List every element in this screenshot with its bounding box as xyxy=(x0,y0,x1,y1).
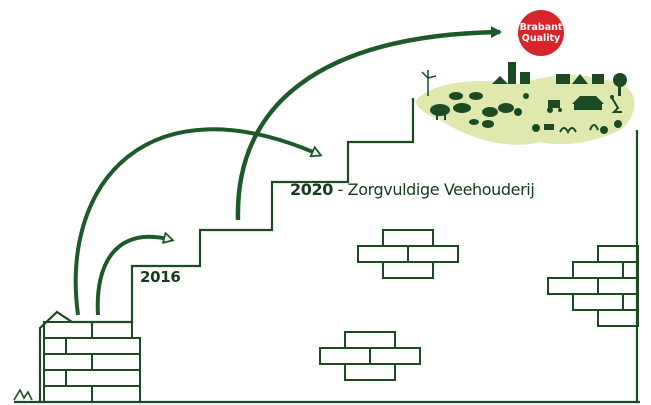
arrow-to-brabant-quality xyxy=(235,26,502,221)
chicken-icon xyxy=(514,108,540,132)
tree-icon xyxy=(613,73,627,96)
landscape-blob xyxy=(416,75,635,145)
wind-turbine-icon xyxy=(421,70,437,96)
greenhouse-icon xyxy=(572,96,604,110)
staircase-outline xyxy=(38,98,415,402)
brick-cluster-left xyxy=(43,321,141,403)
label-2020-zorgvuldige-veehouderij: 2020 - Zorgvuldige Veehouderij xyxy=(290,180,535,199)
plant-icon xyxy=(544,120,622,135)
brick-cluster-right xyxy=(547,245,639,327)
badge-line-2: Quality xyxy=(521,33,561,44)
label-2020-year: 2020 xyxy=(290,180,333,199)
brick-cluster-bottom xyxy=(319,331,421,381)
grass-mark xyxy=(13,388,33,401)
label-2020-text: - Zorgvuldige Veehouderij xyxy=(332,180,535,199)
microscope-icon xyxy=(610,95,622,113)
barn-icon xyxy=(492,62,604,84)
label-2016: 2016 xyxy=(140,268,181,286)
arrow-to-2020 xyxy=(73,127,320,316)
brick-cluster-center xyxy=(357,229,459,279)
landscape-silhouettes xyxy=(421,62,627,135)
tractor-icon xyxy=(547,100,562,113)
cow-icon xyxy=(430,92,483,120)
brabant-quality-badge: Brabant Quality xyxy=(518,10,564,56)
arrow-to-2016 xyxy=(95,237,172,316)
badge-line-1: Brabant xyxy=(519,22,563,33)
pig-icon xyxy=(482,103,514,117)
